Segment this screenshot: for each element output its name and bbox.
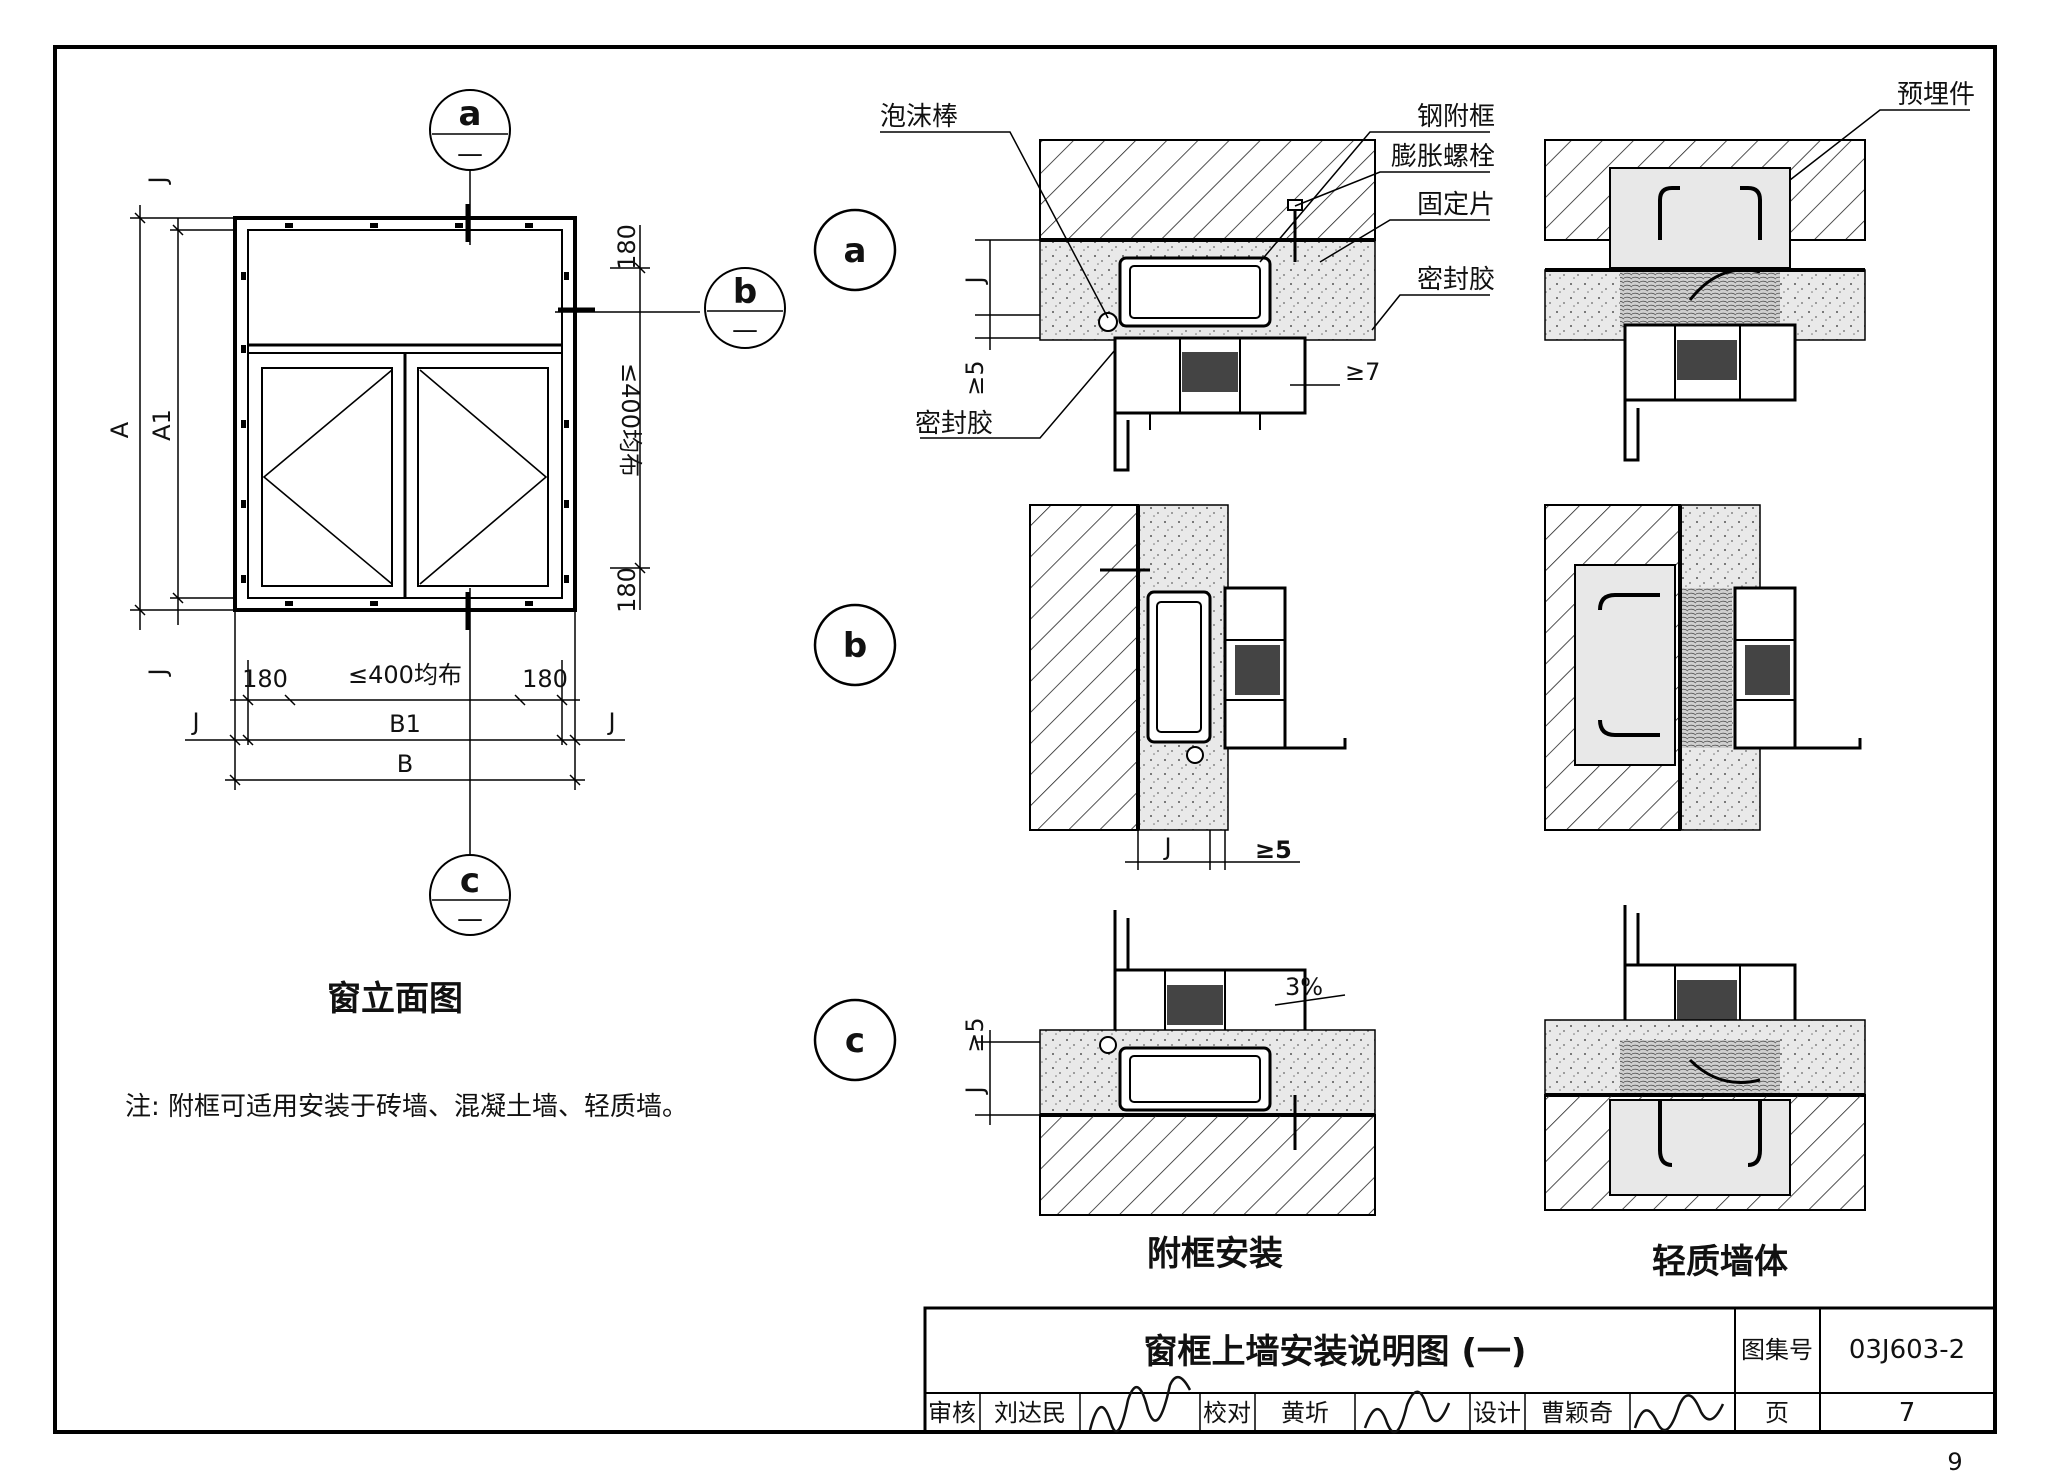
note-text: 注: 附框可适用安装于砖墙、混凝土墙、轻质墙。: [125, 1092, 688, 1122]
marker-a-letter: a: [459, 94, 482, 134]
caption-lightweight: 轻质墙体: [1652, 1242, 1788, 1282]
atlas-label: 图集号: [1741, 1336, 1813, 1364]
dim-180-top: 180: [613, 224, 641, 270]
section-c-label: c: [813, 998, 897, 1082]
left-sash: [261, 367, 393, 587]
marker-b-letter: b: [733, 272, 757, 312]
marker-b-sub: —: [732, 315, 758, 345]
dim-J-b: J: [1162, 833, 1171, 861]
dim-B: B: [397, 750, 413, 778]
label-slope: 3%: [1285, 973, 1323, 1001]
label-steel-frame: 钢附框: [1417, 102, 1495, 132]
dim-180-left: 180: [242, 665, 288, 693]
check-label: 校对: [1203, 1399, 1251, 1427]
detail-a-lightweight: [1544, 139, 1866, 462]
detail-c-lightweight: [1544, 905, 1866, 1211]
dim-J-top: J: [144, 176, 172, 185]
dim-ge5-c: ≥5: [961, 1017, 989, 1052]
dim-A: A: [106, 421, 134, 438]
detail-c-subframe: [1039, 910, 1376, 1216]
dim-J-bottom: J: [144, 668, 172, 677]
dim-J-c: J: [961, 1086, 989, 1095]
section-b-label: b: [813, 603, 897, 687]
svg-text:b: b: [843, 626, 867, 666]
marker-c-sub: —: [457, 904, 483, 934]
section-marker-b: b —: [704, 267, 786, 349]
dim-180-bottom: 180: [613, 567, 641, 613]
detail-b-lightweight: [1544, 504, 1862, 831]
title-block: [923, 1306, 1997, 1434]
section-marker-c: c —: [429, 854, 511, 936]
label-sealant-left: 密封胶: [915, 409, 993, 439]
dim-A1: A1: [148, 409, 176, 441]
dim-spacing-vertical: ≤400均布: [616, 363, 644, 477]
section-a-label: a: [813, 208, 897, 292]
design-label: 设计: [1473, 1399, 1521, 1427]
checker-name: 黄圻: [1281, 1399, 1329, 1427]
label-fixing-plate: 固定片: [1417, 190, 1495, 220]
page-number: 9: [1947, 1448, 1962, 1476]
page-value: 7: [1899, 1398, 1916, 1428]
svg-text:c: c: [845, 1021, 865, 1061]
label-embedded-part: 预埋件: [1897, 80, 1975, 110]
dim-ge5-b: ≥5: [1255, 836, 1292, 864]
marker-a-sub: —: [457, 139, 483, 169]
atlas-number: 03J603-2: [1849, 1335, 1965, 1365]
label-expansion-bolt: 膨胀螺栓: [1391, 142, 1495, 172]
dim-J-a: J: [961, 276, 989, 285]
designer-name: 曹颖奇: [1541, 1399, 1613, 1427]
elevation-title: 窗立面图: [327, 979, 463, 1019]
dim-J-left: J: [190, 708, 199, 736]
right-sash: [417, 367, 549, 587]
label-sealant-top: 密封胶: [1417, 265, 1495, 295]
marker-c-letter: c: [460, 861, 480, 901]
signature-scribbles: [1088, 1376, 1725, 1434]
window-elevation: a — b — c — A A1 J: [106, 89, 786, 936]
review-label: 审核: [928, 1399, 976, 1427]
dim-J-right: J: [606, 708, 615, 736]
drawing-title: 窗框上墙安装说明图 (一): [1144, 1332, 1527, 1372]
dim-180-right: 180: [522, 665, 568, 693]
window-outer-frame: [233, 216, 577, 612]
label-foam-rod: 泡沫棒: [880, 102, 958, 132]
page-label: 页: [1765, 1399, 1789, 1427]
dim-spacing-horizontal: ≤400均布: [348, 661, 462, 689]
dim-B1: B1: [389, 710, 421, 738]
dim-ge5-a: ≥5: [961, 360, 989, 395]
dim-ge7: ≥7: [1345, 358, 1380, 386]
reviewer-name: 刘达民: [994, 1399, 1066, 1427]
section-marker-a: a —: [429, 89, 511, 171]
detail-b-subframe: [1029, 504, 1347, 831]
caption-subframe: 附框安装: [1147, 1234, 1283, 1274]
detail-a-subframe: [1039, 139, 1376, 472]
svg-text:a: a: [844, 231, 867, 271]
